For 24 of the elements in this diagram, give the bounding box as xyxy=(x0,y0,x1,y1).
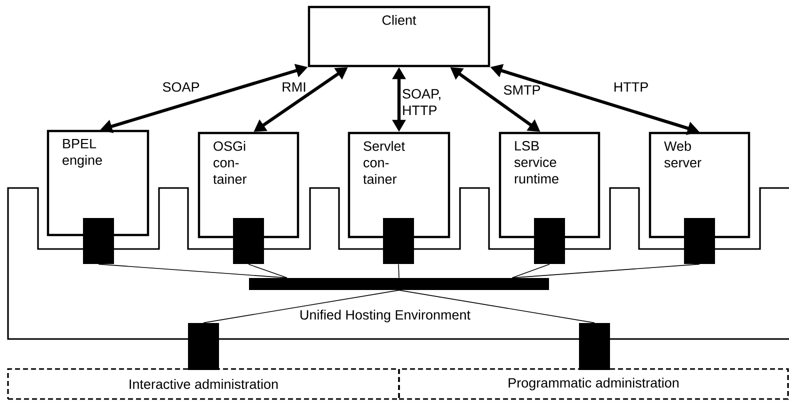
connector-line xyxy=(398,290,595,324)
edge-label: HTTP xyxy=(612,81,650,93)
edge-label: SOAP, HTTP xyxy=(401,88,447,116)
component-box: LSB service runtime xyxy=(498,132,600,238)
connector-line xyxy=(98,264,288,278)
connector-line xyxy=(512,264,700,278)
edge-label: SMTP xyxy=(502,84,542,96)
component-box: Servlet con- tainer xyxy=(348,132,450,238)
component-box: Web server xyxy=(648,132,750,238)
connector-line xyxy=(248,264,288,278)
component-box: BPEL engine xyxy=(46,130,150,236)
client-box: Client xyxy=(308,6,490,68)
admin-box: Interactive administration xyxy=(7,368,400,400)
connector-line xyxy=(203,290,400,324)
edge-label: RMI xyxy=(280,81,308,93)
component-box: OSGi con- tainer xyxy=(198,132,300,238)
connector-port xyxy=(188,323,219,370)
connector-line xyxy=(512,264,550,278)
connector-line xyxy=(398,264,400,278)
edge-label: SOAP xyxy=(161,81,201,93)
connector-port xyxy=(579,323,610,370)
bus-bar xyxy=(249,278,549,290)
hosting-environment-outline: Unified Hosting Environment xyxy=(7,187,789,340)
admin-box: Programmatic administration xyxy=(398,368,789,400)
